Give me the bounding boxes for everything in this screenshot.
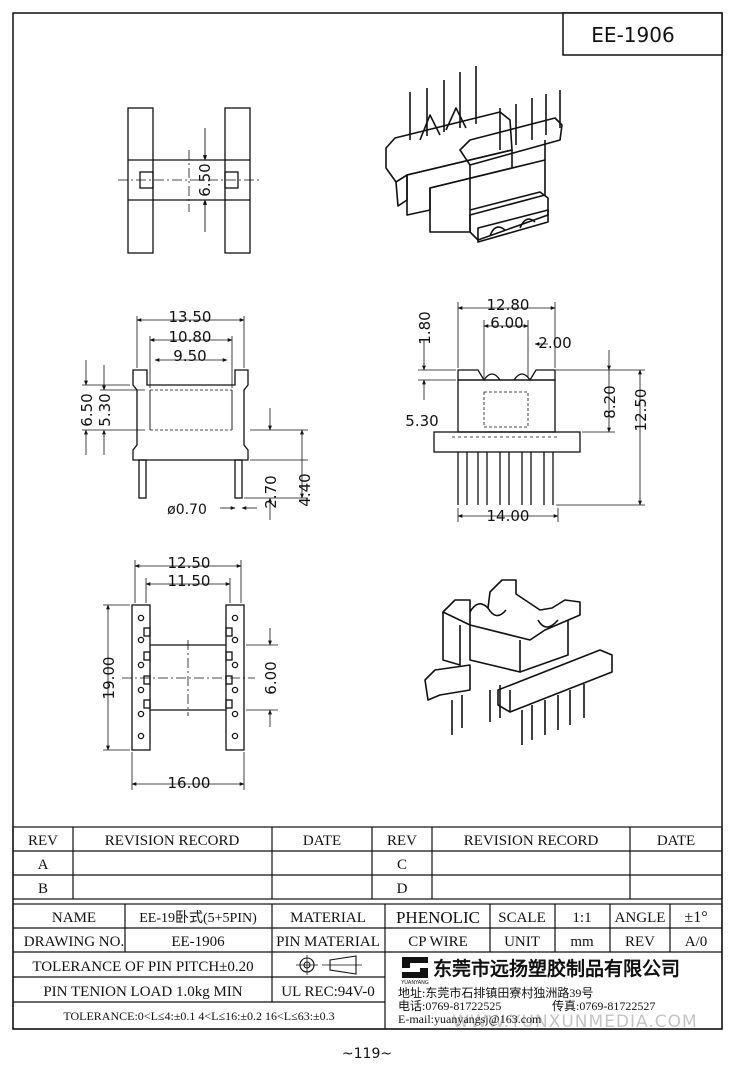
logo-text: YUANYANG xyxy=(400,980,429,986)
name-value: EE-19卧式(5+5PIN) xyxy=(139,910,257,926)
dim-pin-length-a: 2.70 xyxy=(262,475,280,508)
dim-side-height-b: 12.50 xyxy=(632,389,650,432)
dim-side-slot: 6.00 xyxy=(490,314,523,332)
rev-header-2: REV xyxy=(387,833,417,849)
dim-front-overall: 13.50 xyxy=(169,308,212,326)
revision-table xyxy=(12,826,723,900)
pin-material-label: PIN MATERIAL xyxy=(276,934,380,950)
revision-record-header-2: REVISION RECORD xyxy=(464,833,599,849)
top-view xyxy=(118,107,260,254)
page-number: ~119~ xyxy=(342,1046,392,1062)
isometric-view-bottom xyxy=(424,579,613,745)
dim-bottom-width: 16.00 xyxy=(168,774,211,792)
dim-side-window: 5.30 xyxy=(405,412,438,430)
dim-front-left-inner: 5.30 xyxy=(96,393,114,426)
angle-value: ±1° xyxy=(684,909,707,926)
tolerance-range: TOLERANCE:0<L≤4:±0.1 4<L≤16:±0.2 16<L≤63… xyxy=(63,1009,334,1023)
drawing-no-label: DRAWING NO. xyxy=(24,934,124,950)
dim-bottom-core: 6.00 xyxy=(262,661,280,694)
ul-rec: UL REC:94V-0 xyxy=(281,984,374,1000)
dim-side-height-a: 8.20 xyxy=(601,385,619,418)
scale-value: 1:1 xyxy=(572,910,591,926)
scale-label: SCALE xyxy=(498,910,546,926)
company-email: E-mail:yuanyangsj@163.com xyxy=(398,1012,542,1026)
dim-front-core: 9.50 xyxy=(173,347,206,365)
front-view xyxy=(82,316,308,520)
company-name: 东莞市远扬塑胶制品有限公司 xyxy=(433,957,680,980)
dim-bottom-length: 19.00 xyxy=(100,657,118,700)
angle-label: ANGLE xyxy=(615,910,666,926)
name-label: NAME xyxy=(52,910,96,926)
sheet-border xyxy=(12,12,723,1030)
projection-symbol-icon xyxy=(296,955,362,975)
dim-bottom-overall: 12.50 xyxy=(168,554,211,572)
unit-value: mm xyxy=(570,934,594,950)
pin-tension: PIN TENION LOAD 1.0kg MIN xyxy=(43,984,242,1000)
dim-side-pin-span: 14.00 xyxy=(487,507,530,525)
company-phone: 电话:0769-81722525 xyxy=(398,999,501,1013)
dim-front-left-outer: 6.50 xyxy=(78,393,96,426)
drawing-no-value: EE-1906 xyxy=(171,934,225,950)
company-fax: 传真:0769-81722527 xyxy=(552,998,655,1013)
date-header-1: DATE xyxy=(303,833,341,849)
rev-header-1: REV xyxy=(28,833,58,849)
dim-pin-diameter: ø0.70 xyxy=(167,502,207,518)
title-block xyxy=(12,903,723,1030)
dim-side-top: 1.80 xyxy=(416,311,434,344)
dim-side-overall: 12.80 xyxy=(487,296,530,314)
material-value: PHENOLIC xyxy=(396,908,480,927)
unit-label: UNIT xyxy=(504,934,540,950)
pin-material-value: CP WIRE xyxy=(408,934,468,950)
isometric-view-top xyxy=(385,66,563,243)
rev-cell-c: C xyxy=(397,857,407,873)
dim-front-inner: 10.80 xyxy=(169,328,212,346)
bottom-view xyxy=(103,560,278,790)
rev-cell-b: B xyxy=(38,881,48,897)
date-header-2: DATE xyxy=(657,833,695,849)
rev-cell-a: A xyxy=(38,857,49,873)
drawing-id: EE-1906 xyxy=(591,23,674,47)
revision-record-header-1: REVISION RECORD xyxy=(105,833,240,849)
watermark: WWW.YUNXUNMEDIA.COM xyxy=(452,1012,697,1032)
drawing-id-box: EE-1906 xyxy=(562,12,723,56)
company-logo-icon: YUANYANG xyxy=(400,957,429,986)
dim-side-pin-gap: 2.00 xyxy=(538,334,571,352)
dim-pin-length-b: 4.40 xyxy=(296,473,314,506)
side-view xyxy=(418,302,645,522)
rev-label: REV xyxy=(625,934,655,950)
dim-bottom-inner: 11.50 xyxy=(168,572,211,590)
material-label: MATERIAL xyxy=(290,910,366,926)
rev-value: A/0 xyxy=(685,934,708,950)
tolerance-pitch: TOLERANCE OF PIN PITCH±0.20 xyxy=(32,959,253,975)
company-address: 地址:东莞市石排镇田寮村独洲路39号 xyxy=(398,985,593,1000)
dim-top-height: 6.50 xyxy=(196,163,214,196)
rev-cell-d: D xyxy=(397,881,408,897)
